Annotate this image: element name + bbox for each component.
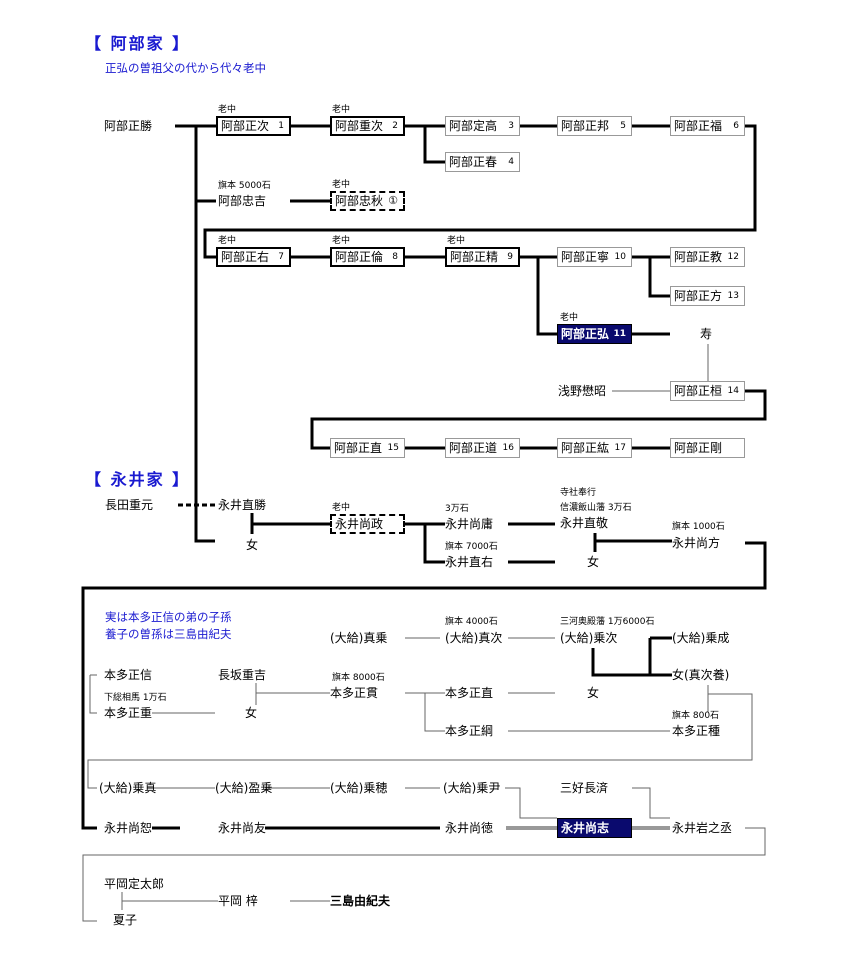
person-hiraoka-sadataro: 平岡定太郎 — [104, 877, 165, 891]
person-masanao: 本多正直 — [445, 686, 494, 700]
person-hiraoka-azusa: 平岡 梓 — [218, 894, 258, 908]
person-norihide: (大給)乗穂 — [330, 781, 388, 795]
person-onna: 女 — [587, 555, 600, 569]
rank-label: 旗本 8000石 — [332, 673, 385, 683]
roju-label: 老中 — [218, 105, 237, 115]
person-natsuko: 夏子 — [113, 913, 138, 927]
person-masashige: 本多正重 — [104, 706, 153, 720]
roju-label: 老中 — [332, 236, 351, 246]
person-naotsune: 永井尚庸 — [445, 517, 494, 531]
person-naohiro-2: 永井尚恕 — [104, 821, 153, 835]
person-iwanojo: 永井岩之丞 — [672, 821, 733, 835]
person-noritada: (大給)乗尹 — [443, 781, 501, 795]
roju-label: 老中 — [332, 503, 351, 513]
person-masatsuna: 本多正綱 — [445, 724, 494, 738]
rank-label: 三河奥殿藩 1万6000石 — [560, 617, 655, 627]
rank-label: 旗本 5000石 — [218, 181, 271, 191]
person-naohiro: 永井直敬 — [560, 516, 609, 530]
nagai-family-heading: 【 永井家 】 — [85, 470, 191, 489]
person-naotomo: 永井尚友 — [218, 821, 267, 835]
person-onna-adopted: 女(真次養) — [672, 668, 730, 682]
person-naokata: 永井尚方 — [672, 536, 721, 550]
roju-label: 老中 — [447, 236, 466, 246]
rank-label: 旗本 7000石 — [445, 542, 498, 552]
person-box-naoyuki-highlight: 永井尚志 — [557, 818, 632, 838]
person-onna: 女 — [587, 686, 600, 700]
person-naokatsu: 永井直勝 — [218, 498, 267, 512]
person-abe-tadayoshi: 阿部忠吉 — [218, 194, 267, 208]
person-shinjo: (大給)真乗 — [330, 631, 388, 645]
abe-family-heading: 【 阿部家 】 — [85, 34, 191, 53]
roju-label: 老中 — [332, 105, 351, 115]
person-masatsura: 本多正貫 — [330, 686, 379, 700]
person-mitsunori: (大給)盈乗 — [215, 781, 273, 795]
person-onna: 女 — [245, 706, 258, 720]
person-norishige: (大給)乗成 — [672, 631, 730, 645]
note-line-2: 養子の曽孫は三島由紀夫 — [105, 627, 232, 641]
roju-label: 老中 — [560, 313, 579, 323]
rank-label: 旗本 800石 — [672, 711, 720, 721]
person-nagata: 長田重元 — [105, 498, 154, 512]
roju-label: 老中 — [218, 236, 237, 246]
person-norizane: (大給)乗真 — [99, 781, 157, 795]
person-asano: 浅野懋昭 — [558, 384, 607, 398]
abe-subtitle: 正弘の曽祖父の代から代々老中 — [105, 61, 266, 75]
person-box-naomasa: 永井尚政 — [330, 514, 405, 534]
note-line-1: 実は本多正信の弟の子孫 — [105, 610, 232, 624]
person-abe-masakatsu: 阿部正勝 — [104, 119, 153, 133]
person-miyoshi: 三好長済 — [560, 781, 609, 795]
rank-label: 下総相馬 1万石 — [104, 693, 167, 703]
rank-label: 寺社奉行 — [560, 488, 597, 498]
person-noritsugu: (大給)乗次 — [560, 631, 618, 645]
person-naosuke: 永井直右 — [445, 555, 494, 569]
roju-label: 老中 — [332, 180, 351, 190]
person-masatane: 本多正種 — [672, 724, 721, 738]
person-kotobuki: 寿 — [700, 327, 713, 341]
person-shinji: (大給)真次 — [445, 631, 503, 645]
rank-label: 旗本 1000石 — [672, 522, 725, 532]
person-nagasaka: 長坂重吉 — [218, 668, 267, 682]
rank-label: 旗本 4000石 — [445, 617, 498, 627]
rank-label: 信濃飯山藩 3万石 — [560, 503, 632, 513]
person-mishima-yukio: 三島由紀夫 — [330, 894, 391, 908]
person-masanobu: 本多正信 — [104, 668, 153, 682]
person-naonori: 永井尚徳 — [445, 821, 494, 835]
person-box-18: 阿部正剛 — [670, 438, 745, 458]
person-onna: 女 — [246, 538, 259, 552]
rank-label: 3万石 — [445, 504, 469, 514]
